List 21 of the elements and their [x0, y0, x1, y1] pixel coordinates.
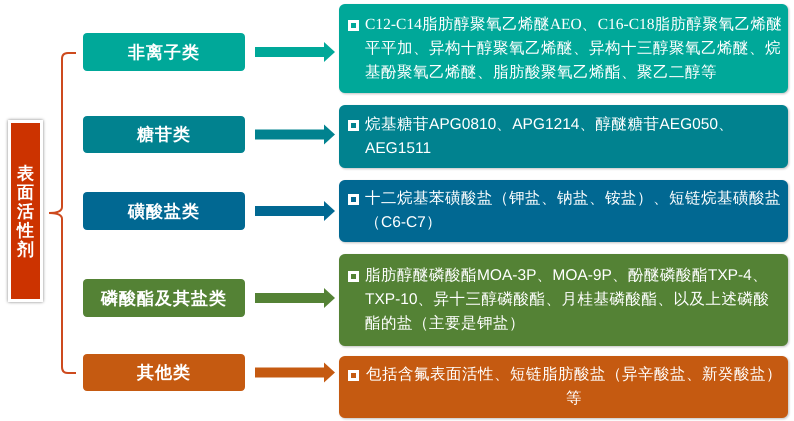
detail-text: 烷基糖苷APG0810、APG1214、醇醚糖苷AEG050、AEG1511 — [365, 114, 736, 158]
detail-box — [339, 356, 788, 418]
arrow — [255, 42, 335, 62]
detail-text: 包括含氟表面活性、短链脂肪酸盐（异辛酸盐、新癸酸盐）等 — [365, 365, 783, 409]
detail-text: 脂肪醇醚磷酸酯MOA-3P、MOA-9P、酚醚磷酸酯TXP-4、TXP-10、异十三醇磷酸酯、月桂基磷酸酯、以及上述磷酸酯的盐（主要是钾盐） — [365, 266, 771, 334]
detail-box — [339, 254, 788, 346]
detail-box — [339, 4, 788, 93]
detail-text: 十二烷基苯磺酸盐（钾盐、钠盐、铵盐）、短链烷基磺酸盐（C6-C7） — [365, 189, 782, 233]
detail-box — [339, 180, 788, 242]
category-box: 其他类 — [83, 354, 245, 391]
root-box: 表面活性剂 — [8, 120, 43, 302]
category-box: 糖苷类 — [83, 116, 245, 153]
arrow — [255, 288, 335, 308]
detail-box — [339, 105, 788, 168]
arrow — [255, 124, 335, 144]
detail-text: C12-C14脂肪醇聚氧乙烯醚AEO、C16-C18脂肪醇聚氧乙烯醚平平加、异构十醇聚氧乙烯醚、异构十三醇聚氧乙烯醚、烷基酚聚氧乙烯醚、脂肪酸聚氧乙烯酯、聚乙二醇等 — [365, 14, 783, 82]
category-box: 非离子类 — [83, 33, 245, 71]
arrow — [255, 362, 335, 382]
category-box: 磺酸盐类 — [83, 192, 245, 230]
arrow — [255, 201, 335, 221]
category-box: 磷酸酯及其盐类 — [83, 279, 245, 317]
